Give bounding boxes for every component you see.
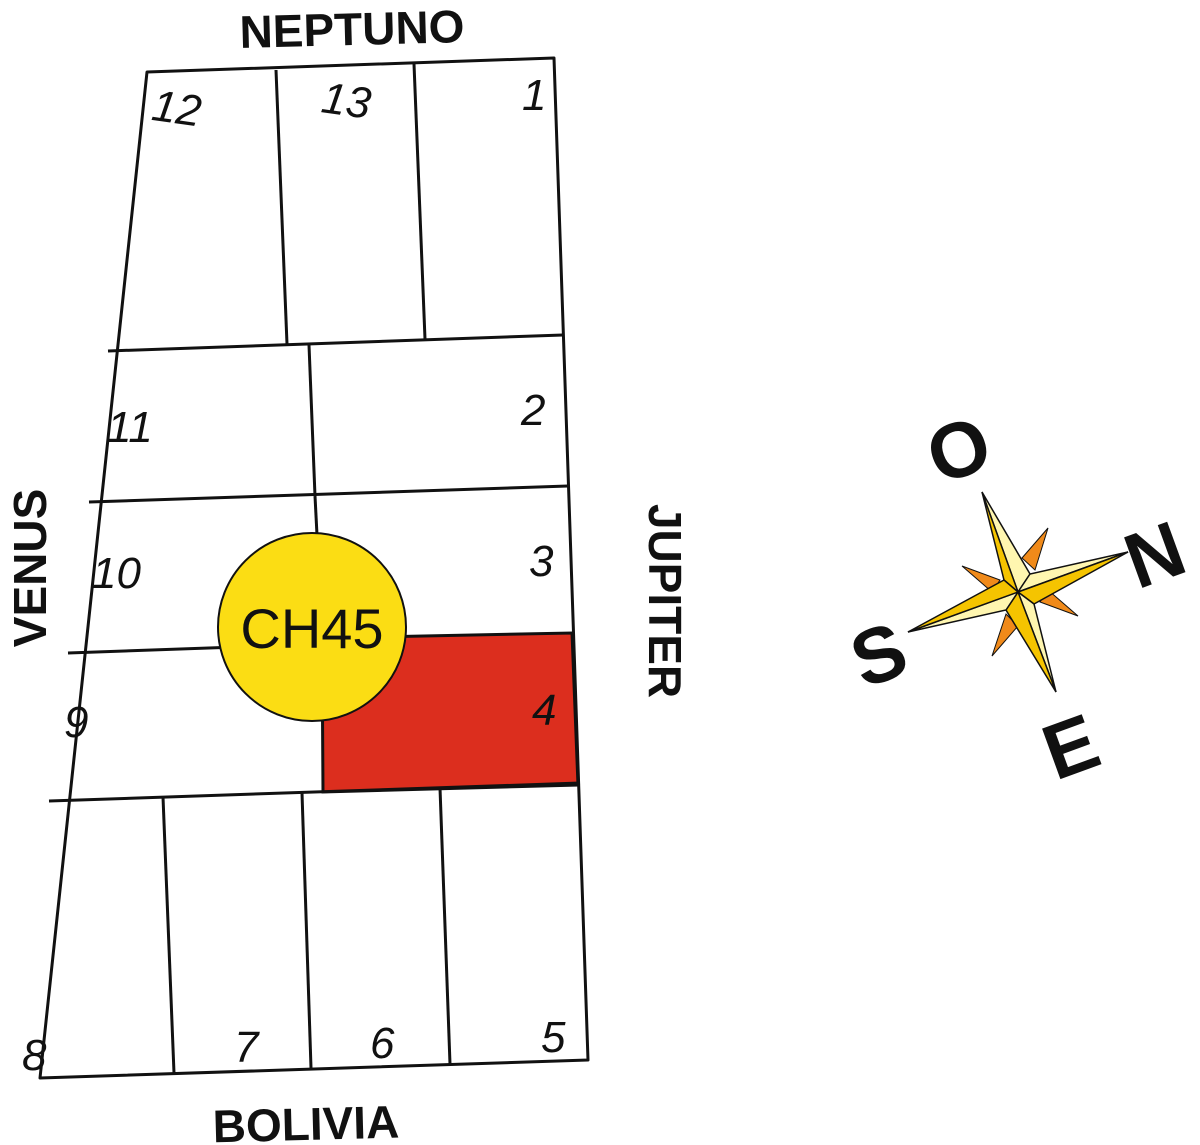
street-label-east: JUPITER: [639, 504, 691, 698]
compass-label-north: N: [1113, 504, 1196, 606]
marker-circle: [217, 532, 407, 722]
lot-divider: [300, 792, 313, 1069]
lot-number: 11: [107, 403, 153, 452]
compass-label-west: O: [915, 398, 1002, 501]
compass-label-south: S: [839, 604, 918, 704]
compass-rose: O N E S: [839, 398, 1196, 797]
lot-divider: [274, 69, 289, 345]
lot-number: 8: [22, 1031, 47, 1080]
lot-divider: [48, 781, 581, 803]
compass-point-south: [907, 579, 1020, 633]
lot-number: 10: [92, 549, 141, 598]
lot-number: 7: [234, 1023, 260, 1072]
street-label-west: VENUS: [4, 489, 56, 647]
lot-number: 1: [522, 71, 546, 120]
block-outline: [38, 56, 590, 1080]
lot-number: 13: [319, 73, 375, 128]
lot-number: 4: [532, 686, 556, 735]
marker-label: CH45: [240, 597, 383, 660]
lot-number: 9: [64, 698, 88, 747]
street-label-north: NEPTUNO: [239, 0, 465, 58]
lot-divider: [161, 796, 176, 1074]
lot-number: 6: [370, 1019, 395, 1068]
lot-number: 2: [520, 386, 545, 435]
lot-divider: [307, 344, 317, 497]
lot-divider: [438, 787, 452, 1065]
lot-number: 5: [541, 1013, 566, 1062]
lot-divider: [88, 484, 569, 504]
lot-number: 12: [149, 81, 204, 136]
lot-divider: [412, 63, 427, 340]
lot-number: 3: [529, 537, 554, 586]
compass-accent-point: [1021, 527, 1049, 571]
compass-label-east: E: [1031, 696, 1110, 796]
street-label-south: BOLIVIA: [212, 1096, 400, 1145]
location-marker[interactable]: CH45: [217, 532, 407, 722]
lot-divider: [313, 495, 319, 536]
lot-divider: [107, 333, 564, 353]
